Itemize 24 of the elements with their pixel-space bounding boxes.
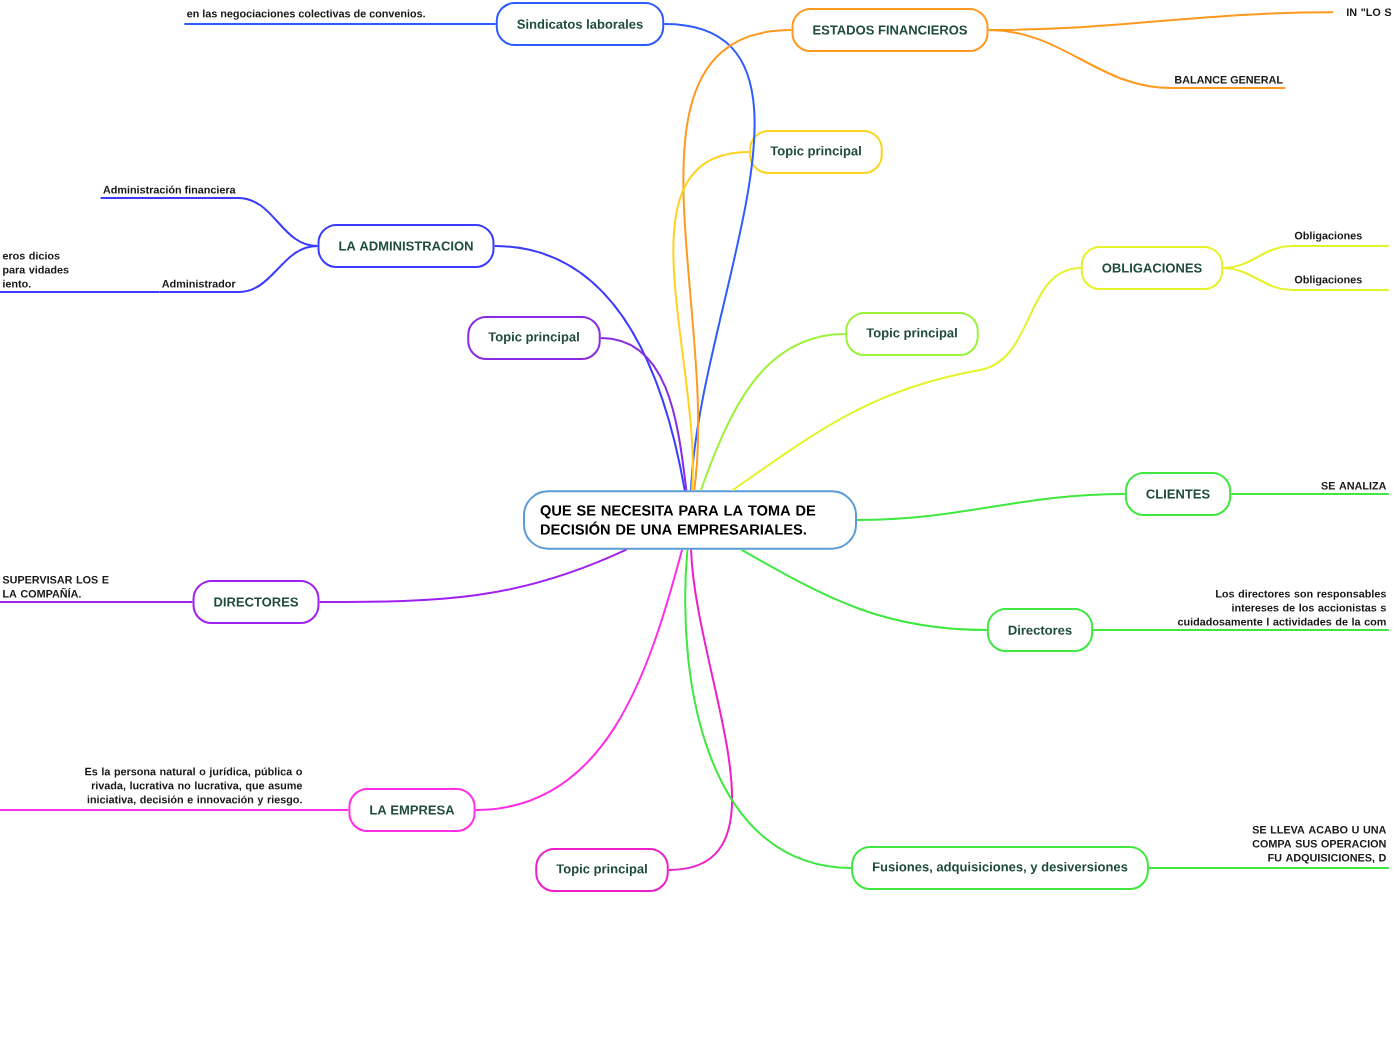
connector xyxy=(0,291,161,293)
connector xyxy=(740,548,988,631)
connector xyxy=(183,23,497,25)
connector xyxy=(474,548,684,811)
connector xyxy=(684,548,853,869)
connector xyxy=(1230,493,1390,495)
connector xyxy=(1147,867,1390,869)
connector xyxy=(667,548,733,871)
connector xyxy=(699,333,847,492)
connector xyxy=(318,548,628,603)
connector xyxy=(1222,267,1390,291)
connector xyxy=(672,151,751,492)
connector xyxy=(493,245,686,492)
connector xyxy=(682,29,793,492)
connector xyxy=(0,809,350,811)
connector xyxy=(731,267,1082,492)
connector xyxy=(1092,629,1390,631)
connector xyxy=(856,493,1126,521)
connector xyxy=(663,23,755,492)
connector xyxy=(158,245,319,293)
connector xyxy=(0,601,194,603)
connector xyxy=(599,337,688,492)
connector xyxy=(1222,245,1390,269)
connector xyxy=(987,29,1287,89)
